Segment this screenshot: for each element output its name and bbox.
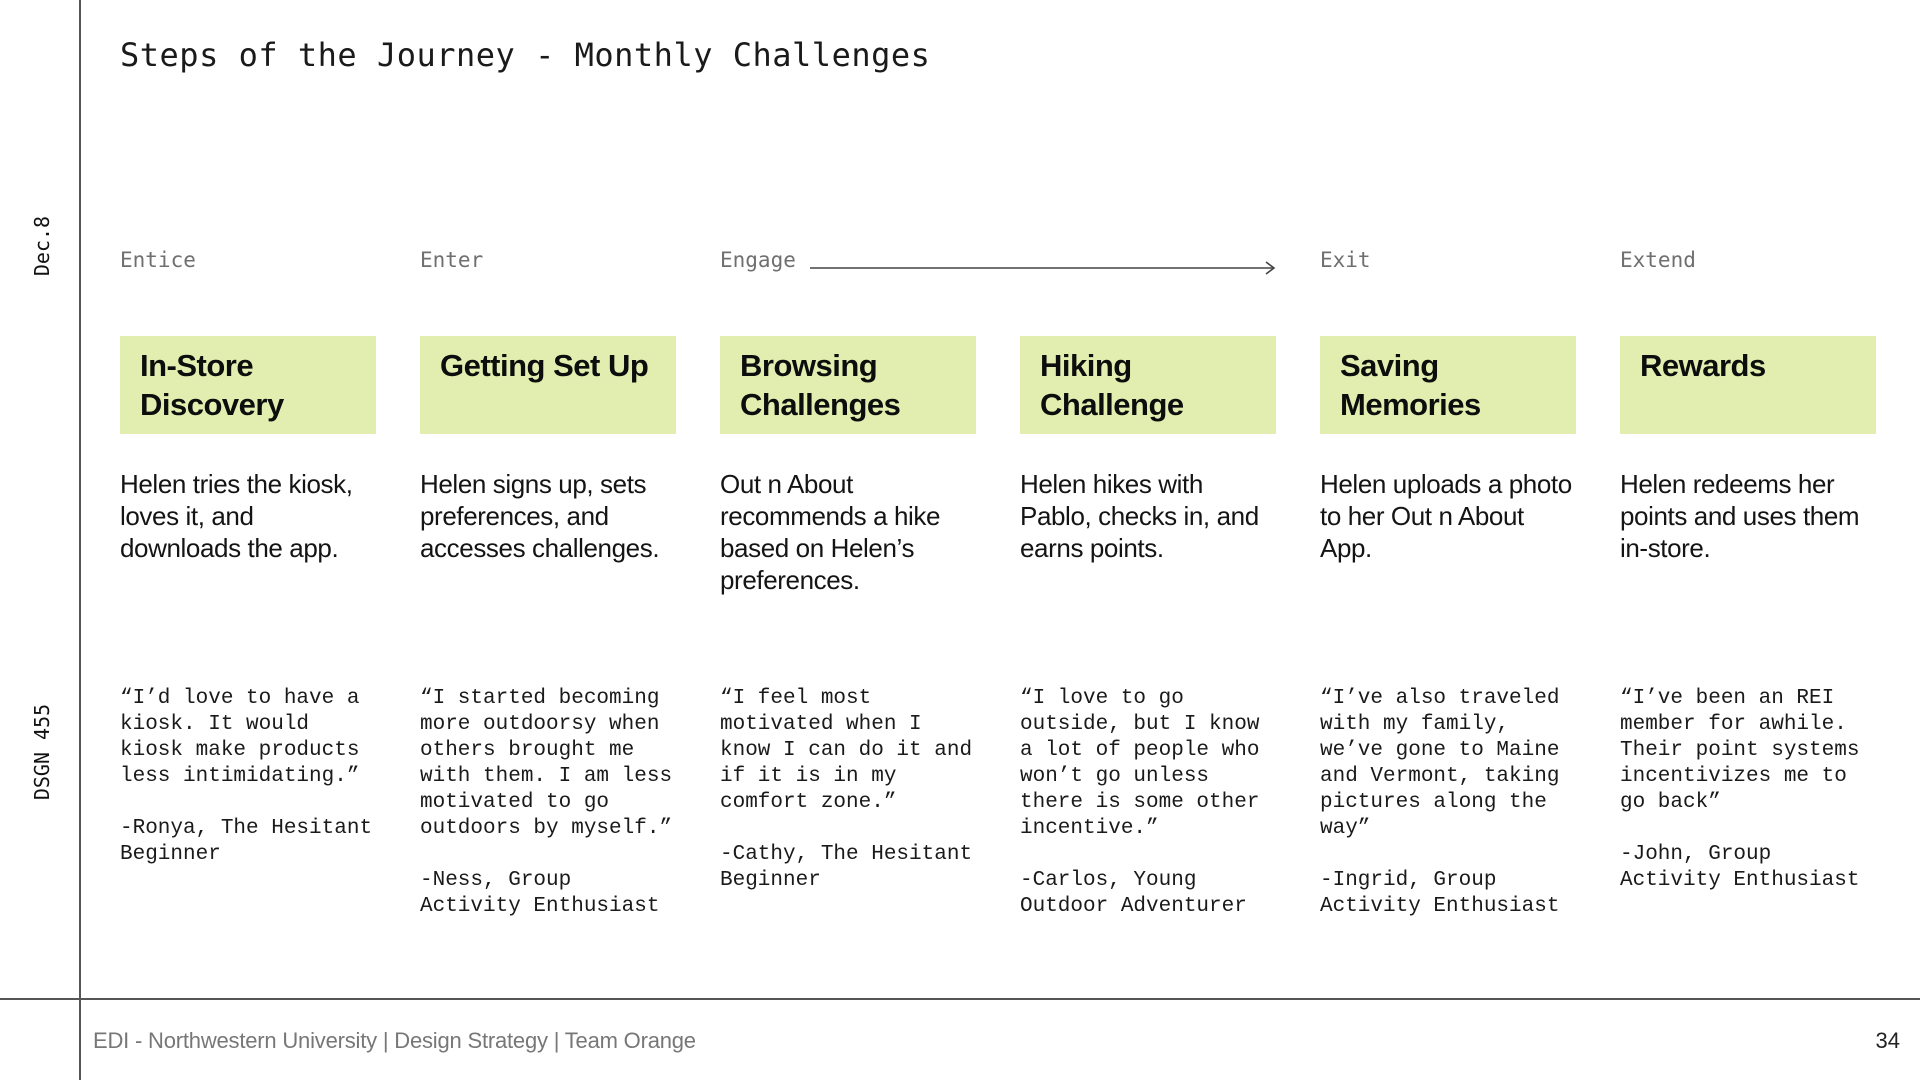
step-quote: “I love to go outside, but I know a lot … bbox=[1020, 660, 1282, 946]
vertical-divider bbox=[79, 0, 81, 1080]
step-card-title: In-Store Discovery bbox=[120, 336, 376, 434]
stage-entice: Entice bbox=[120, 248, 196, 272]
stage-enter: Enter bbox=[420, 248, 484, 272]
quote-text: “I feel most motivated when I know I can… bbox=[720, 687, 973, 814]
step-card-title: Browsing Challenges bbox=[720, 336, 976, 434]
side-course-label: DSGN 455 bbox=[30, 703, 54, 801]
quote-attribution: -Ingrid, Group Activity Enthusiast bbox=[1320, 869, 1560, 918]
journey-stages: Entice Enter Engage Exit Extend bbox=[120, 248, 1880, 278]
stage-engage: Engage bbox=[720, 248, 796, 272]
step-description: Helen redeems her points and uses them i… bbox=[1620, 469, 1860, 563]
step-column: Hiking Challenge Helen hikes with Pablo,… bbox=[1020, 336, 1276, 918]
step-quote: “I’ve been an REI member for awhile. The… bbox=[1620, 660, 1882, 920]
step-quote: “I’ve also traveled with my family, we’v… bbox=[1320, 660, 1582, 946]
side-date-label: Dec.8 bbox=[30, 215, 54, 277]
engage-arrow-icon bbox=[810, 261, 1276, 275]
step-description: Helen uploads a photo to her Out n About… bbox=[1320, 469, 1572, 563]
journey-steps: In-Store Discovery Helen tries the kiosk… bbox=[120, 336, 1880, 936]
step-description: Helen tries the kiosk, loves it, and dow… bbox=[120, 469, 353, 563]
slide-title: Steps of the Journey - Monthly Challenge… bbox=[120, 36, 931, 74]
step-column: Getting Set Up Helen signs up, sets pref… bbox=[420, 336, 676, 918]
step-column: Browsing Challenges Out n About recommen… bbox=[720, 336, 976, 892]
step-description: Helen hikes with Pablo, checks in, and e… bbox=[1020, 469, 1259, 563]
step-card-title: Getting Set Up bbox=[420, 336, 676, 434]
step-column: In-Store Discovery Helen tries the kiosk… bbox=[120, 336, 376, 866]
quote-text: “I started becoming more outdoorsy when … bbox=[420, 687, 673, 840]
footer-credits: EDI - Northwestern University | Design S… bbox=[93, 1028, 696, 1053]
step-column: Saving Memories Helen uploads a photo to… bbox=[1320, 336, 1576, 918]
quote-attribution: -Ness, Group Activity Enthusiast bbox=[420, 869, 660, 918]
quote-text: “I’ve also traveled with my family, we’v… bbox=[1320, 687, 1560, 840]
step-quote: “I’d love to have a kiosk. It would kios… bbox=[120, 660, 382, 894]
step-column: Rewards Helen redeems her points and use… bbox=[1620, 336, 1876, 892]
page-number: 34 bbox=[1875, 1028, 1900, 1053]
stage-extend: Extend bbox=[1620, 248, 1696, 272]
quote-attribution: -Cathy, The Hesitant Beginner bbox=[720, 843, 973, 892]
step-card-title: Saving Memories bbox=[1320, 336, 1576, 434]
step-card-title: Rewards bbox=[1620, 336, 1876, 434]
quote-text: “I love to go outside, but I know a lot … bbox=[1020, 687, 1260, 840]
quote-attribution: -Ronya, The Hesitant Beginner bbox=[120, 817, 373, 866]
quote-text: “I’ve been an REI member for awhile. The… bbox=[1620, 687, 1860, 814]
stage-exit: Exit bbox=[1320, 248, 1371, 272]
quote-attribution: -John, Group Activity Enthusiast bbox=[1620, 843, 1860, 892]
step-quote: “I started becoming more outdoorsy when … bbox=[420, 660, 682, 946]
quote-text: “I’d love to have a kiosk. It would kios… bbox=[120, 687, 360, 788]
quote-attribution: -Carlos, Young Outdoor Adventurer bbox=[1020, 869, 1247, 918]
step-card-title: Hiking Challenge bbox=[1020, 336, 1276, 434]
step-quote: “I feel most motivated when I know I can… bbox=[720, 660, 982, 920]
footer-divider bbox=[0, 998, 1920, 1000]
step-description: Helen signs up, sets preferences, and ac… bbox=[420, 469, 660, 563]
step-description: Out n About recommends a hike based on H… bbox=[720, 469, 941, 595]
